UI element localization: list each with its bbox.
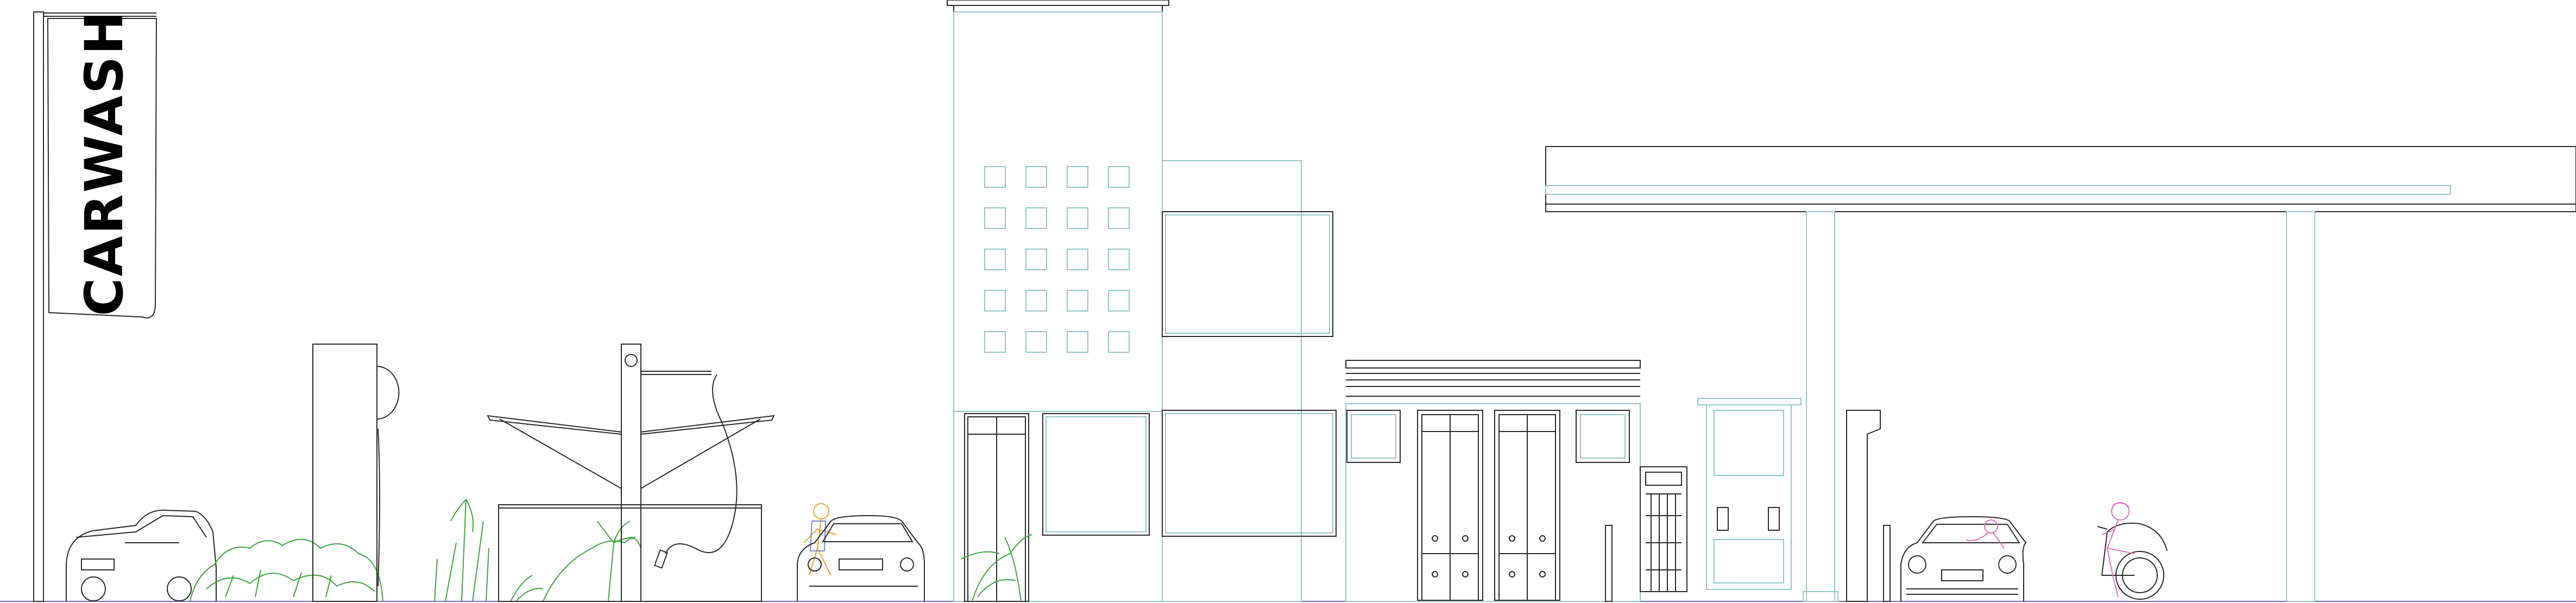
tower-windows [984,166,1130,353]
bush-icon [190,538,383,602]
car-icon [797,515,925,601]
motorcycle-icon [2097,523,2168,600]
person-icon [2101,502,2135,598]
person-icon [1966,519,2005,549]
wash-canopy [487,344,775,602]
person-icon [803,503,837,576]
car-icon [66,509,217,601]
kiosk [1605,398,1802,602]
sign-post [312,344,400,602]
car-icon [1900,516,2027,601]
flag-pole [33,11,44,602]
building-tower [947,0,1169,602]
flag-cloth [47,18,158,319]
palm-icon [961,534,1032,602]
fuel-canopy [1545,146,2576,602]
hose-icon [665,374,738,554]
palm-icon [434,499,641,602]
flag-text: CARWASH [74,9,135,316]
person-clothes [809,521,827,551]
building-annex [1345,360,1641,602]
building-middle [1162,160,1337,602]
flag-banner: CARWASH [33,9,158,602]
